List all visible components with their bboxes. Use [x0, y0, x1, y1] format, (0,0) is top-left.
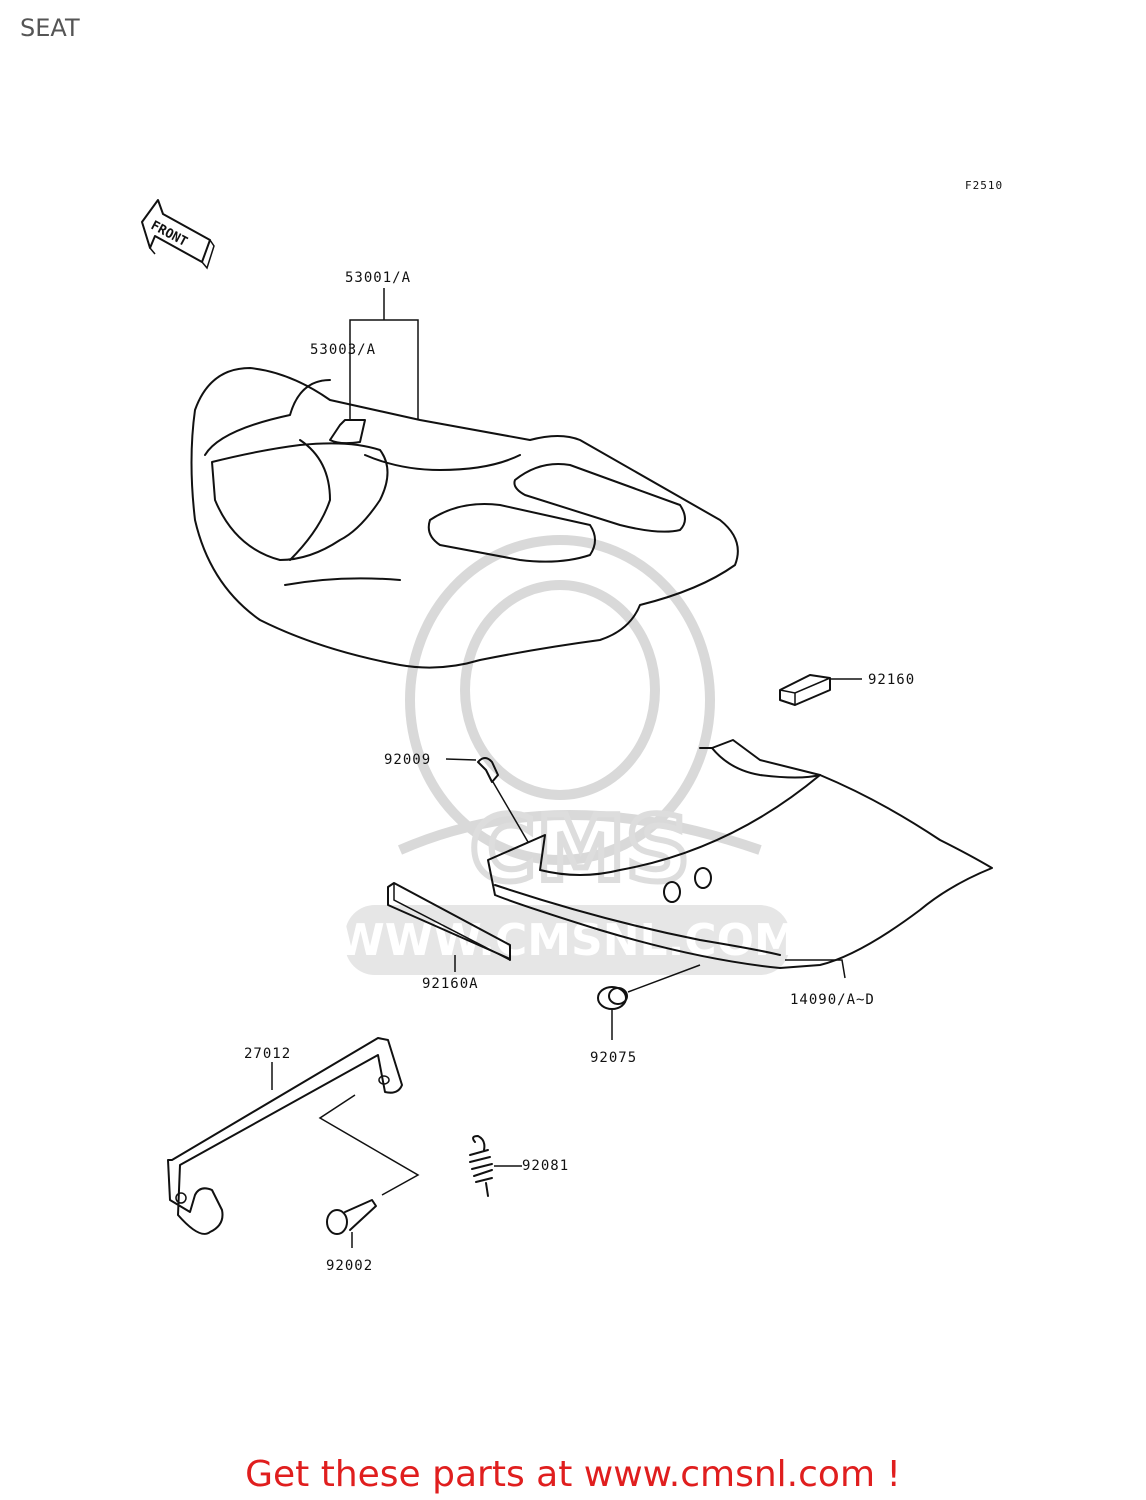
part-27012-drawing [167, 1037, 420, 1235]
part-92160A-drawing [387, 882, 511, 972]
part-92009: 92009 [384, 752, 431, 768]
part-92002: 92002 [326, 1258, 373, 1274]
front-arrow: FRONT [141, 199, 215, 270]
part-53001: 53001/A [345, 270, 411, 286]
tail-cover-drawing [487, 739, 993, 979]
watermark-text: WWW.CMSNL.COM [336, 915, 798, 966]
part-92160: 92160 [868, 672, 915, 688]
part-92075-drawing [597, 964, 701, 1040]
part-92075: 92075 [590, 1050, 637, 1066]
part-53003: 53003/A [310, 342, 376, 358]
part-92002-drawing [326, 1199, 377, 1248]
front-arrow-label: FRONT [148, 218, 190, 250]
seat-leaders [349, 288, 419, 420]
figure-code: F2510 [965, 179, 1003, 192]
cmsnl-watermark: WWW.CMSNL.COM CMS [336, 535, 798, 975]
part-92081-drawing [469, 1135, 522, 1197]
part-14090: 14090/A~D [790, 992, 875, 1008]
part-27012: 27012 [244, 1046, 291, 1062]
part-92160-drawing [779, 674, 862, 706]
seat-drawing [190, 367, 739, 669]
svg-text:CMS: CMS [470, 797, 690, 902]
part-92081: 92081 [522, 1158, 569, 1174]
parts-diagram: WWW.CMSNL.COM CMS F2510 FRONT 53001/A 53… [141, 179, 1003, 1274]
part-92009-drawing [445, 757, 529, 843]
footer-cta-link[interactable]: Get these parts at www.cmsnl.com ! [245, 1454, 901, 1495]
part-92160A: 92160A [422, 976, 479, 992]
page-title: SEAT [20, 14, 80, 42]
